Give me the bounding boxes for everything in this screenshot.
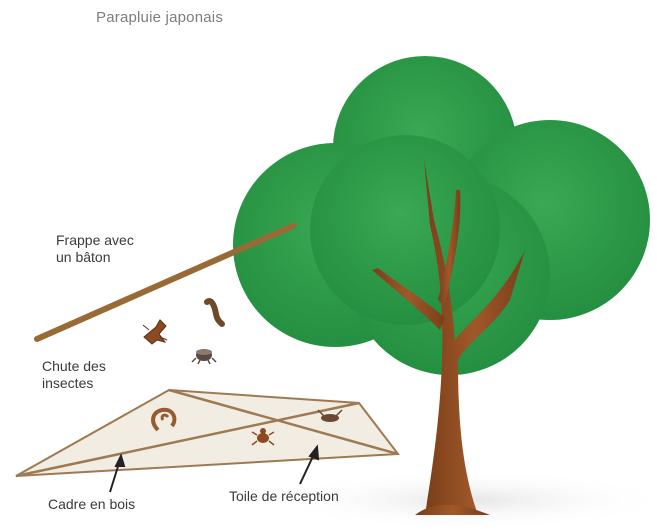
label-sheet: Toile de réception [229, 488, 339, 504]
arrow-icon [109, 453, 126, 493]
snail-icon [151, 407, 177, 432]
tree-icon [233, 56, 650, 515]
arrow-icon [299, 444, 320, 485]
diagram-title: Parapluie japonais [96, 9, 224, 26]
label-frame: Cadre en bois [48, 496, 136, 512]
wooden-frame-bar [168, 388, 399, 456]
tree-foliage [233, 56, 650, 375]
label-fall: Chute des insectes [42, 358, 106, 391]
stick-icon [34, 223, 296, 342]
label-strike: Frappe avec un bâton [56, 232, 134, 265]
beetle-icon [191, 349, 217, 365]
tree-trunk [372, 160, 525, 515]
reception-sheet [15, 388, 400, 478]
larva-icon [204, 298, 225, 327]
beetle-icon [251, 428, 275, 446]
wooden-frame-bar [15, 401, 360, 478]
insect-icon [142, 319, 168, 345]
insect-icon [317, 409, 343, 422]
